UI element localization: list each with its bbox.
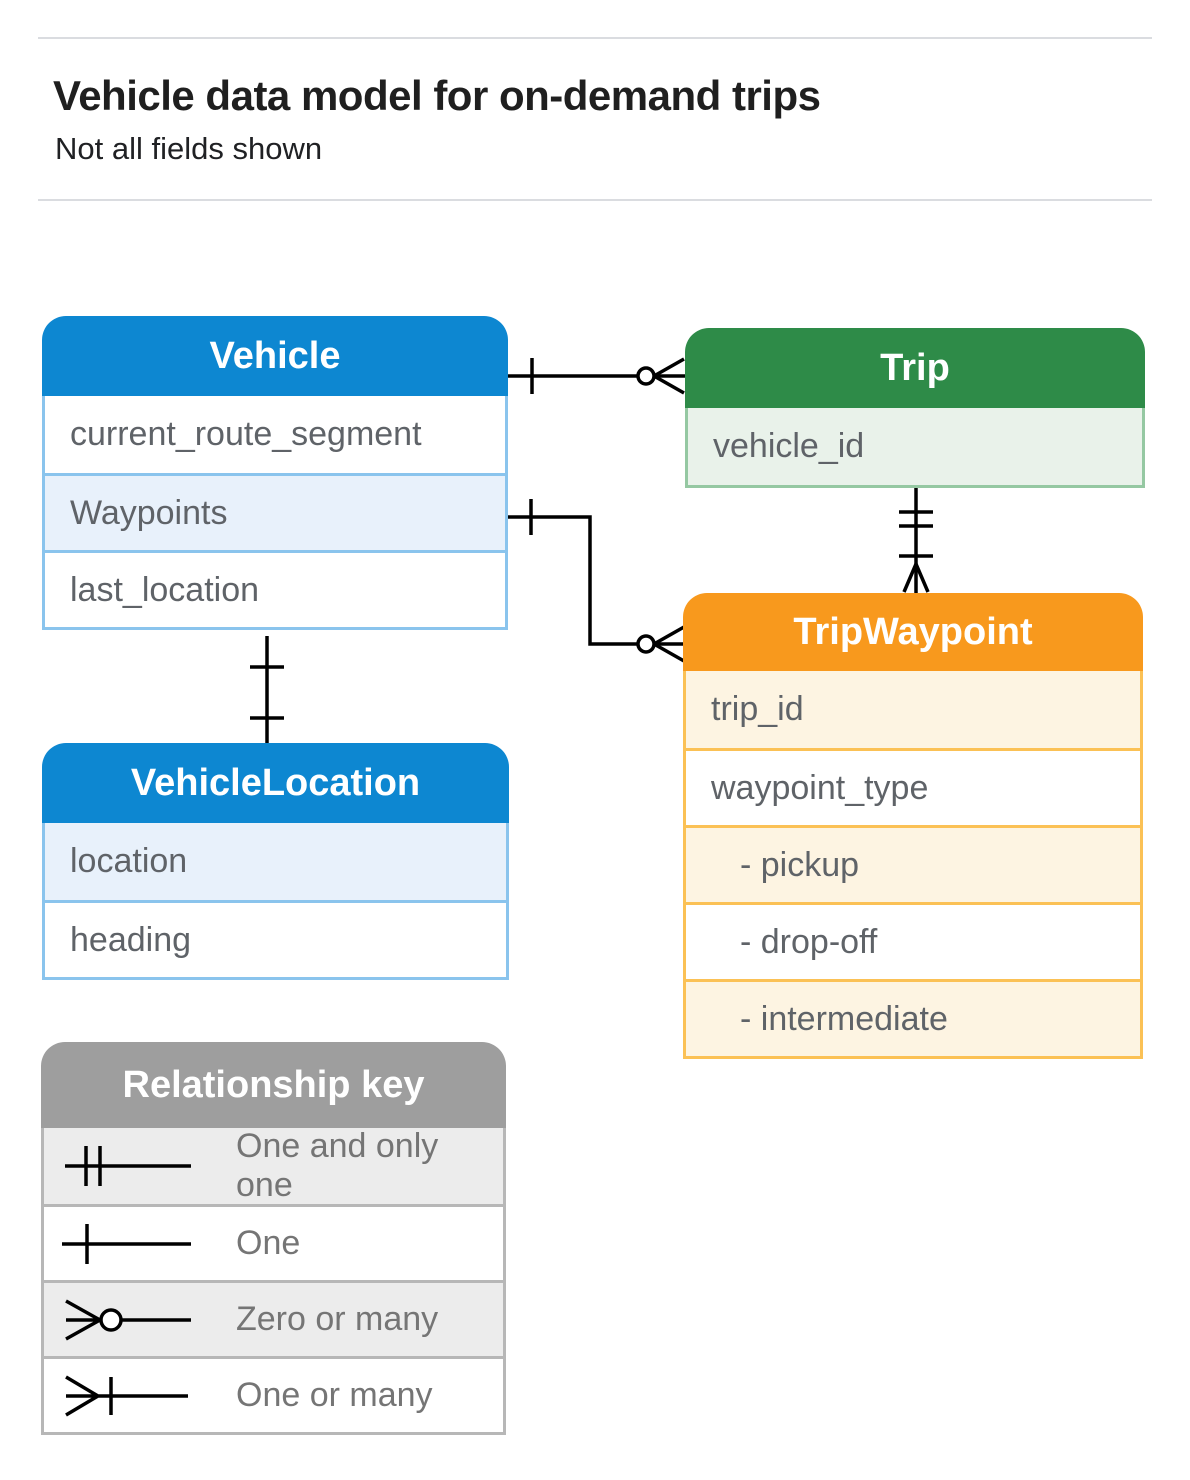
relationship-key: Relationship key One and only one One xyxy=(41,1042,506,1435)
connector-trip-tripwaypoint xyxy=(899,488,933,593)
connector-vehicle-vehiclelocation xyxy=(250,636,284,743)
field-location: location xyxy=(45,823,506,900)
legend-item-zero-or-many: Zero or many xyxy=(44,1280,503,1356)
one-icon xyxy=(62,1223,191,1264)
header-bottom-divider xyxy=(38,199,1152,201)
entity-trip-waypoint: TripWaypoint trip_id waypoint_type - pic… xyxy=(683,593,1143,1059)
connector-waypoints-tripwaypoint xyxy=(508,499,685,663)
legend-item-one: One xyxy=(44,1204,503,1280)
zero-or-many-icon xyxy=(65,1298,191,1341)
entity-vehicle-title: Vehicle xyxy=(42,316,508,396)
entity-trip: Trip vehicle_id xyxy=(685,328,1145,488)
page-subtitle: Not all fields shown xyxy=(55,131,323,166)
legend-item-one-or-many: One or many xyxy=(44,1356,503,1432)
top-divider xyxy=(38,37,1152,39)
legend-label: One and only one xyxy=(236,1127,439,1204)
field-heading: heading xyxy=(45,900,506,977)
value-drop-off: - drop-off xyxy=(686,902,1140,979)
one-or-many-icon xyxy=(65,1374,188,1417)
value-intermediate: - intermediate xyxy=(686,979,1140,1056)
relationship-key-title: Relationship key xyxy=(41,1042,506,1128)
legend-label: One or many xyxy=(236,1376,433,1414)
legend-label: Zero or many xyxy=(236,1300,439,1338)
field-vehicle-id: vehicle_id xyxy=(688,408,1142,485)
connector-vehicle-trip xyxy=(508,357,685,395)
one-and-only-one-icon xyxy=(65,1146,191,1186)
entity-trip-waypoint-title: TripWaypoint xyxy=(683,593,1143,671)
entity-vehicle-location-title: VehicleLocation xyxy=(42,743,509,823)
entity-vehicle-location: VehicleLocation location heading xyxy=(42,743,509,980)
legend-label: One xyxy=(236,1224,301,1262)
legend-item-one-and-only-one: One and only one xyxy=(44,1127,503,1204)
field-last-location: last_location xyxy=(45,550,505,627)
field-waypoints: Waypoints xyxy=(45,473,505,550)
value-pickup: - pickup xyxy=(686,825,1140,902)
field-trip-id: trip_id xyxy=(686,671,1140,748)
field-waypoint-type: waypoint_type xyxy=(686,748,1140,825)
entity-vehicle: Vehicle current_route_segment Waypoints … xyxy=(42,316,508,630)
field-current-route-segment: current_route_segment xyxy=(45,396,505,473)
page-title: Vehicle data model for on-demand trips xyxy=(53,72,821,119)
entity-trip-title: Trip xyxy=(685,328,1145,408)
